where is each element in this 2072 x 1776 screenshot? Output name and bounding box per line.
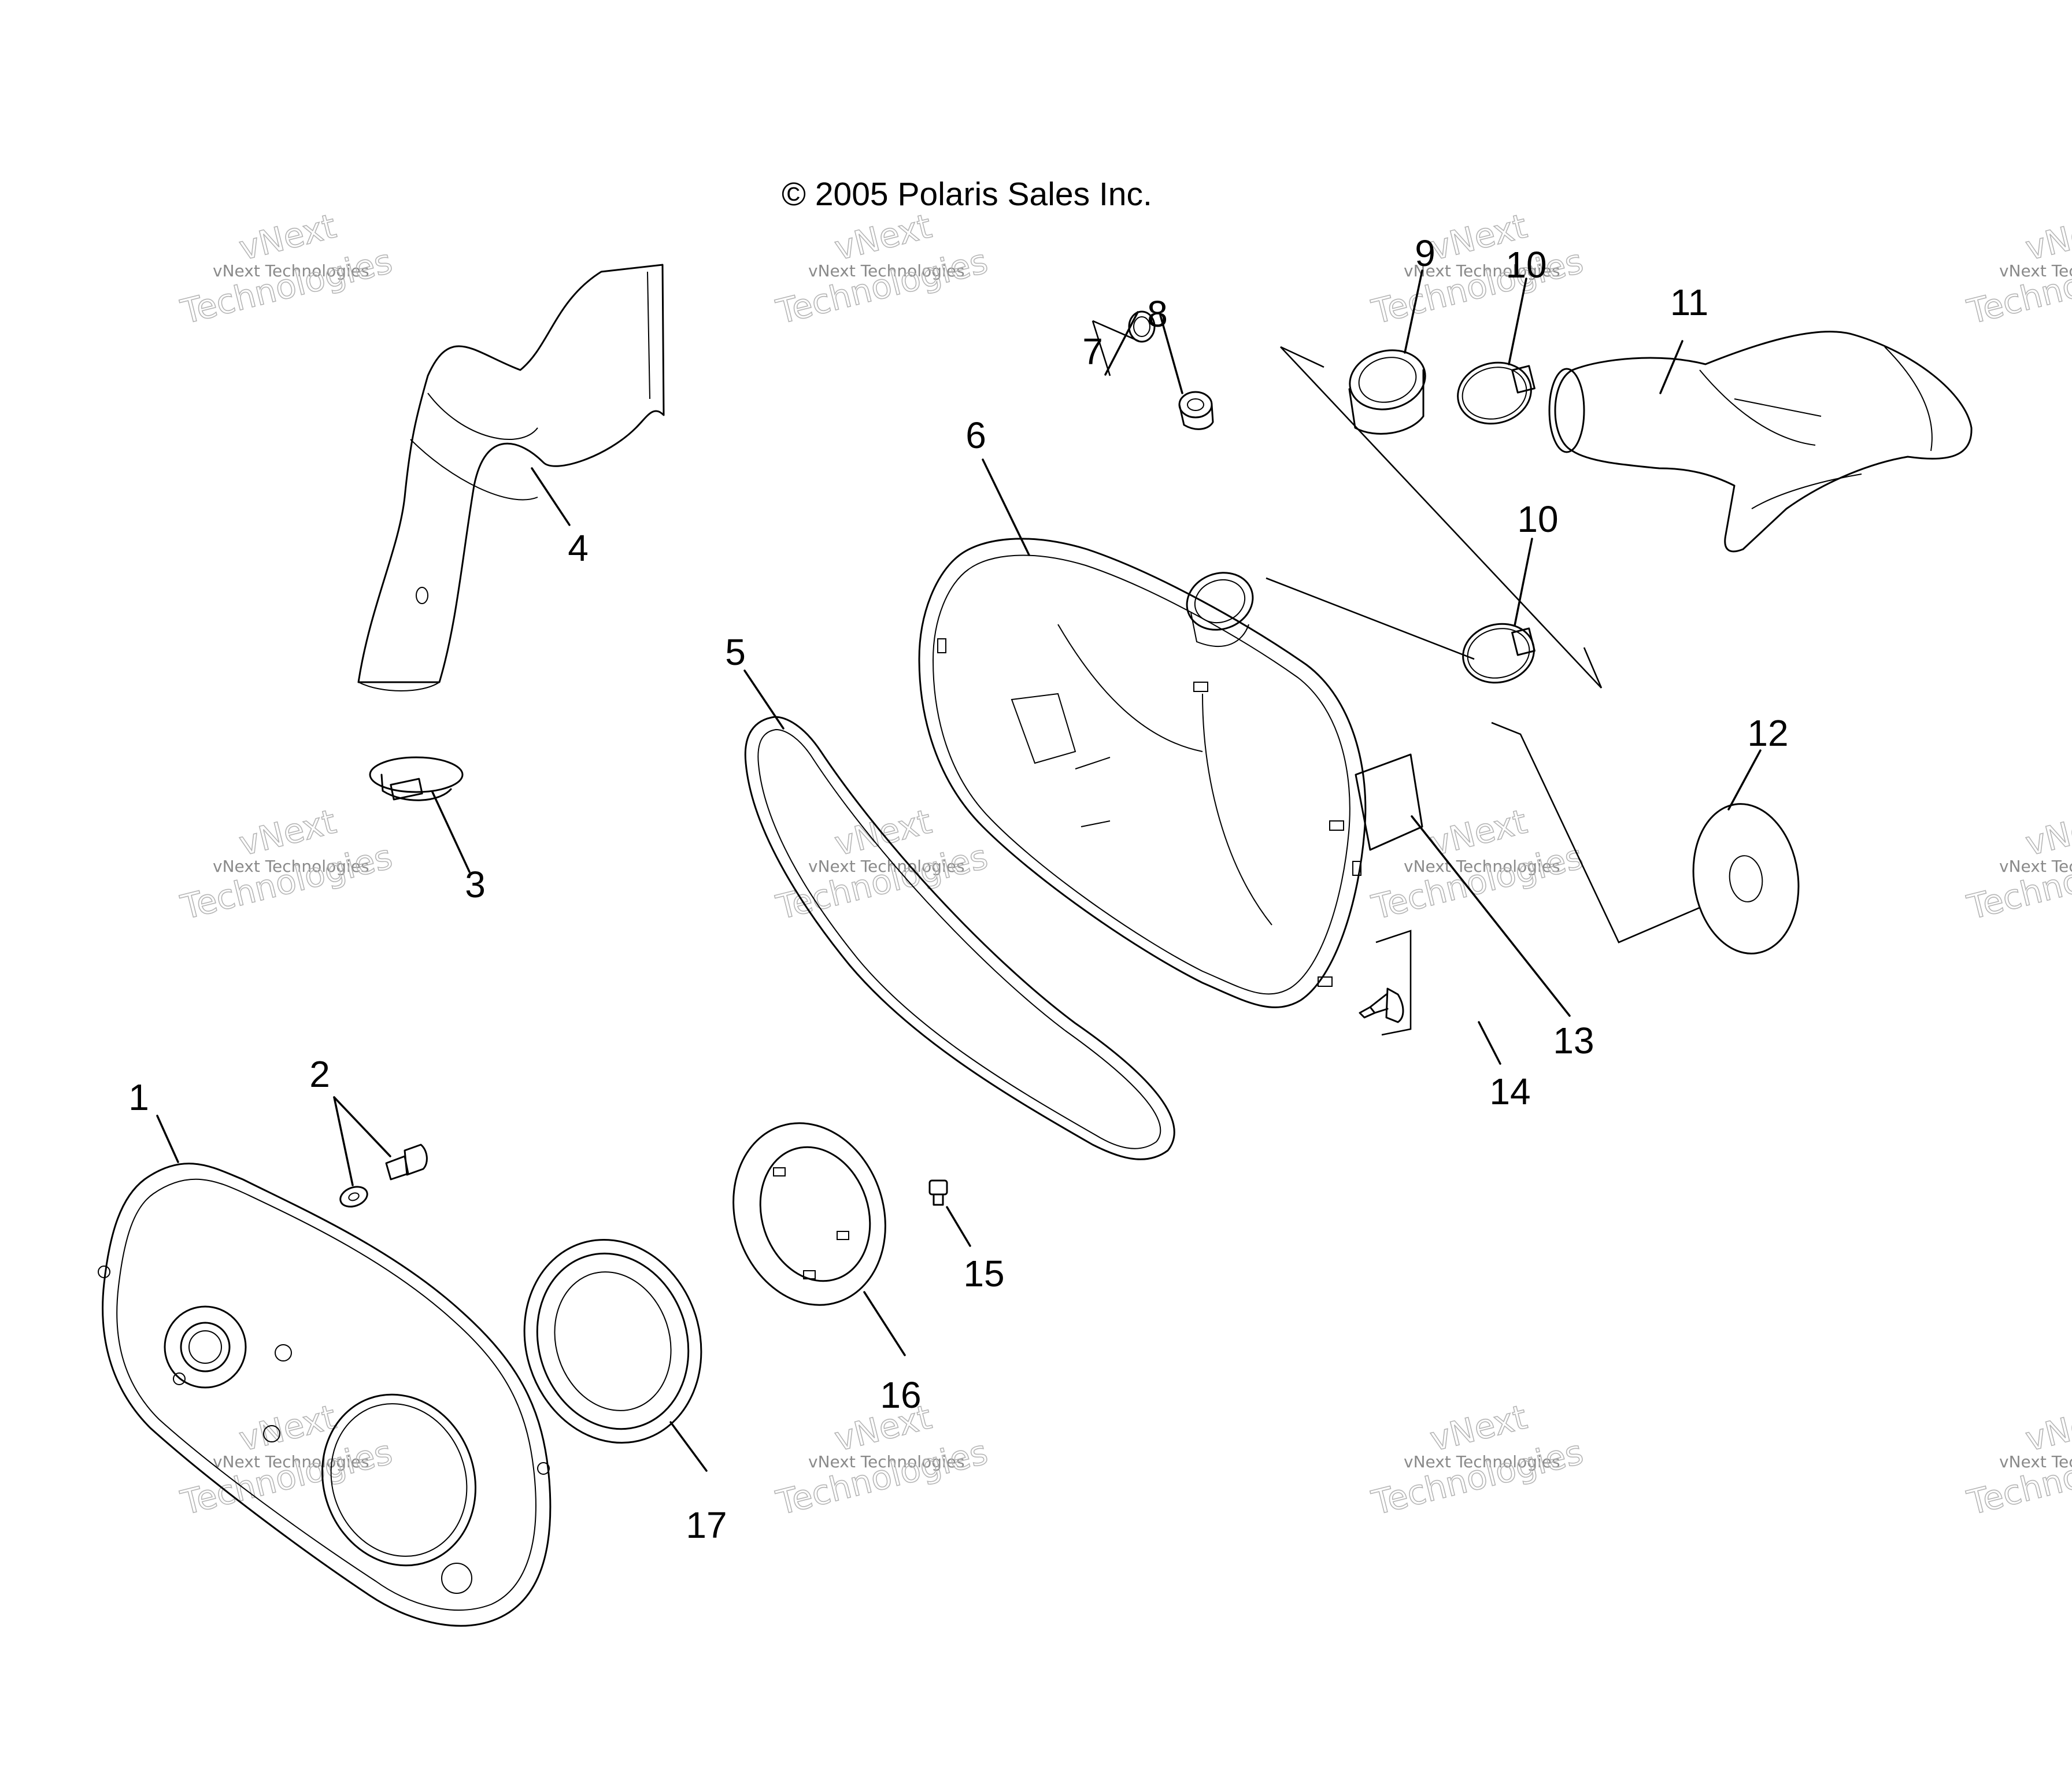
callout-10-top: 10 [1505, 244, 1546, 286]
callout-13: 13 [1553, 1020, 1594, 1061]
watermark-tile: vNext Technologies vNext Technologies [1367, 206, 1588, 332]
watermark-tile: vNext Technologies vNext Technologies [1963, 1397, 2072, 1523]
callout-16: 16 [880, 1374, 921, 1416]
watermark-name: vNext Technologies [808, 261, 965, 280]
part-10-clamp-lower [1462, 623, 1536, 684]
watermark-tile: vNext Technologies vNext Technologies [772, 1397, 992, 1523]
watermark-name: vNext Technologies [1999, 1452, 2072, 1471]
callout-4: 4 [568, 527, 589, 569]
part-14-bolt [1359, 987, 1404, 1023]
part-11-intake-duct [1548, 331, 1973, 553]
callout-15: 15 [963, 1253, 1004, 1294]
callout-5: 5 [725, 631, 746, 673]
watermark-name: vNext Technologies [213, 261, 369, 280]
callout-labels: 1 2 3 4 5 6 7 8 9 10 10 11 12 13 14 15 1… [128, 232, 1788, 1546]
leader-lines [156, 269, 1762, 1472]
callout-11: 11 [1670, 282, 1708, 323]
watermark-name: vNext Technologies [808, 1452, 965, 1471]
part-8-grommet [1178, 391, 1214, 430]
part-2-bolt-washer [339, 1144, 428, 1208]
assembly-guide-lines [1092, 320, 1700, 1036]
watermark-name: vNext Technologies [1404, 857, 1560, 876]
part-5-drive-belt [744, 716, 1175, 1160]
watermark-name: vNext Technologies [1404, 261, 1560, 280]
part-15-screw [928, 1179, 948, 1206]
watermark-word1: vNext [2022, 802, 2072, 864]
watermark-tile: vNext Technologies vNext Technologies [772, 801, 992, 928]
watermark-tile: vNext Technologies vNext Technologies [1963, 206, 2072, 332]
callout-17: 17 [686, 1504, 727, 1546]
watermark-word1: vNext [2022, 1397, 2072, 1459]
part-9-coupler [1348, 349, 1426, 435]
watermark-word1: vNext [2022, 206, 2072, 268]
callout-12: 12 [1747, 712, 1788, 754]
watermark-name: vNext Technologies [808, 857, 965, 876]
callout-8: 8 [1147, 293, 1168, 335]
watermark-tile: vNext Technologies vNext Technologies [176, 1397, 397, 1523]
watermark-name: vNext Technologies [1999, 261, 2072, 280]
watermark-name: vNext Technologies [1404, 1452, 1560, 1471]
watermark-name: vNext Technologies [213, 857, 369, 876]
watermark-tile: vNext Technologies vNext Technologies [1367, 1397, 1588, 1523]
watermark-name: vNext Technologies [213, 1452, 369, 1471]
part-3-hose-clamp [369, 756, 464, 801]
part-12-plate [1692, 803, 1800, 954]
part-4-duct-hose [357, 264, 665, 691]
part-7-o-ring [1128, 310, 1156, 343]
part-10-clamp-top [1457, 361, 1536, 425]
watermark-tile: vNext Technologies vNext Technologies [1963, 801, 2072, 928]
part-1-outer-cover [98, 1163, 552, 1627]
part-6-inner-cover [918, 538, 1367, 1008]
callout-2: 2 [309, 1053, 330, 1095]
callout-14: 14 [1489, 1071, 1530, 1112]
part-16-ring-plate [732, 1122, 886, 1306]
callout-3: 3 [465, 864, 486, 905]
callout-6: 6 [965, 415, 986, 456]
callout-9: 9 [1415, 232, 1435, 274]
watermark-tile: vNext Technologies vNext Technologies [772, 206, 992, 332]
callout-7: 7 [1082, 331, 1103, 372]
watermark-tile: vNext Technologies vNext Technologies [176, 206, 397, 332]
part-17-seal [523, 1238, 702, 1444]
callout-10-lower: 10 [1517, 498, 1558, 540]
copyright-text: © 2005 Polaris Sales Inc. [782, 176, 1152, 213]
watermark-tile: vNext Technologies vNext Technologies [176, 801, 397, 928]
watermark-tile: vNext Technologies vNext Technologies [1367, 801, 1588, 928]
callout-1: 1 [128, 1076, 149, 1118]
watermark-name: vNext Technologies [1999, 857, 2072, 876]
part-13-decal [1355, 753, 1423, 851]
